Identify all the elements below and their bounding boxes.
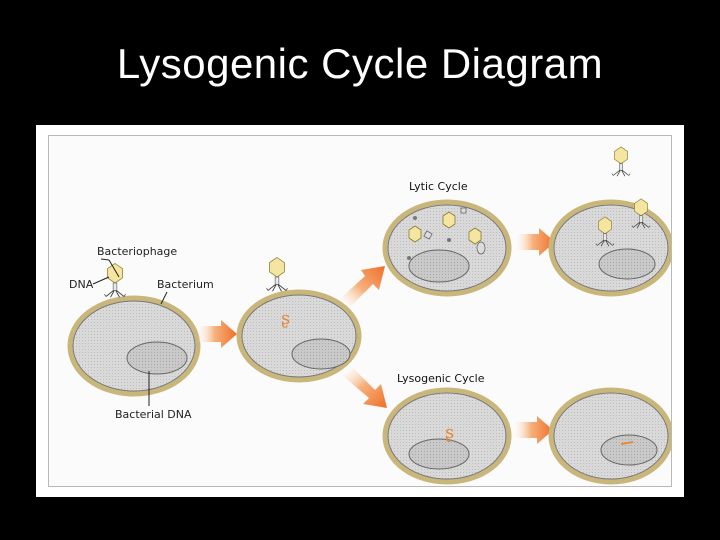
lysogenic-cycle-diagram: Bacteriophage DNA Bacterium Bacterial DN… (67, 146, 671, 485)
lysogenic-cell-2 (548, 387, 671, 485)
label-dna: DNA (69, 278, 94, 291)
arrow-to-lytic (341, 266, 385, 306)
bacteriophage-injecting-icon (266, 257, 288, 292)
arrow-infection (197, 320, 237, 348)
lytic-cell-2 (548, 199, 671, 297)
lytic-cell-1 (382, 199, 512, 297)
viral-dna-injected: ʂ (281, 308, 290, 329)
figure-panel: Bacteriophage DNA Bacterium Bacterial DN… (48, 135, 672, 487)
bacterial-dna-nucleoid (126, 341, 188, 375)
lysogenic-cell-1: ʂ (382, 387, 512, 485)
viral-dna-lysogenic: ʂ (445, 422, 454, 443)
bacterium-cell-2: ʂ (236, 289, 362, 383)
arrow-lysis (515, 228, 555, 256)
label-lytic-cycle: Lytic Cycle (409, 180, 468, 193)
arrow-integration (513, 416, 553, 444)
bacterium-cell-1 (67, 295, 201, 397)
label-bacterial-dna: Bacterial DNA (115, 408, 192, 421)
label-bacterium: Bacterium (157, 278, 214, 291)
released-phage-icon-1 (611, 146, 631, 177)
label-bacteriophage: Bacteriophage (97, 245, 177, 258)
bacteriophage-icon (104, 263, 126, 298)
label-lysogenic-cycle: Lysogenic Cycle (397, 372, 485, 385)
figure-frame: Bacteriophage DNA Bacterium Bacterial DN… (36, 125, 684, 497)
slide-title: Lysogenic Cycle Diagram (116, 40, 604, 87)
arrow-to-lysogenic (343, 368, 387, 408)
prophage-integrated (620, 441, 634, 445)
